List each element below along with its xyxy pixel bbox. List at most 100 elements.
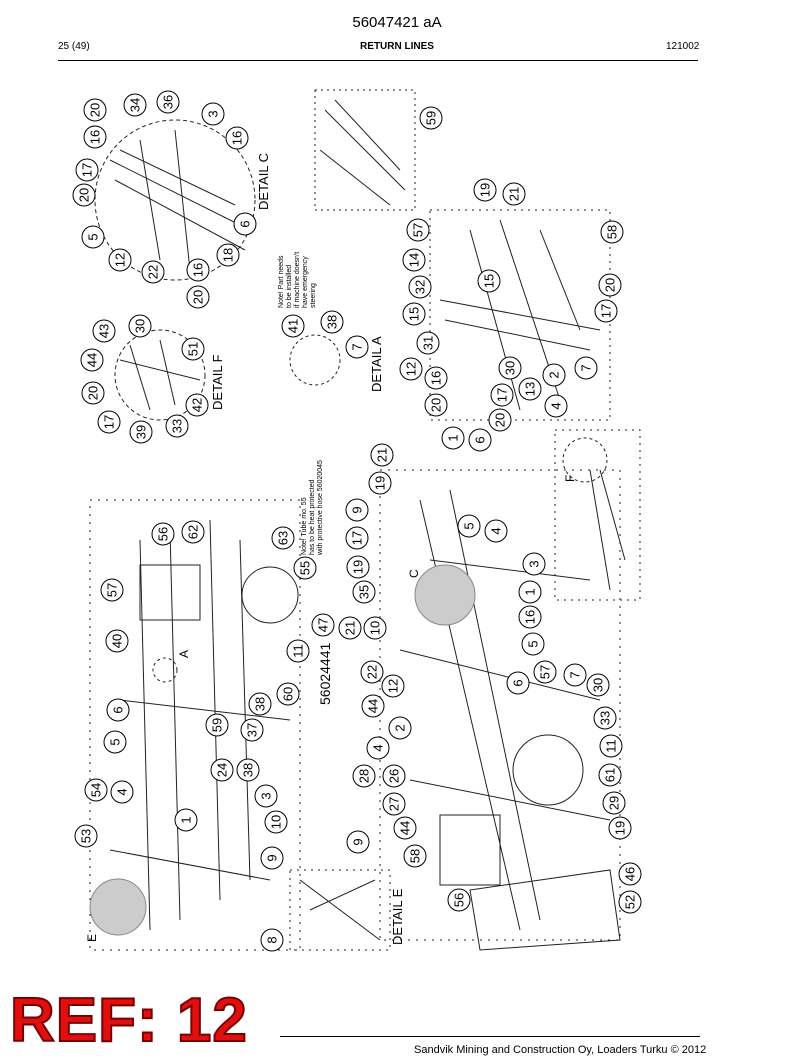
- callout-bubble: [542, 363, 566, 387]
- callout-main: 7: [563, 663, 587, 687]
- note-41-line: to be installed: [286, 265, 293, 308]
- callout-number: 58: [605, 225, 620, 239]
- callout-main: 30: [586, 673, 610, 697]
- callout-number: 58: [408, 849, 423, 863]
- callout-number: 37: [245, 723, 260, 737]
- callout-detail-a: 14: [402, 248, 426, 272]
- callout-number: 38: [253, 697, 268, 711]
- callout-detail-a: 17: [490, 383, 514, 407]
- callout-number: 13: [523, 382, 538, 396]
- callout-number: 7: [579, 364, 594, 371]
- callout-detail-c: 5: [81, 225, 105, 249]
- detail-e-lines: [299, 879, 381, 941]
- callout-number: 57: [105, 583, 120, 597]
- callout-number: 20: [88, 103, 103, 117]
- callout-number: 44: [366, 699, 381, 713]
- callout-main: 17: [345, 526, 369, 550]
- callout-number: 56: [452, 893, 467, 907]
- callout-number: 26: [387, 769, 402, 783]
- callout-bubble: [608, 816, 632, 840]
- callout-main: 3: [254, 784, 278, 808]
- callout-detail-f: 33: [165, 414, 189, 438]
- view-marker-f: F: [563, 475, 577, 482]
- callout-main: 52: [618, 890, 642, 914]
- callout-bubble: [186, 285, 210, 309]
- callout-bubble: [345, 335, 369, 359]
- note-41-line: if machine doesn't: [294, 252, 301, 308]
- callout-number: 6: [511, 679, 526, 686]
- callout-main: 24: [210, 758, 234, 782]
- callout-bubble: [233, 212, 257, 236]
- marker-e-circle: [89, 878, 147, 936]
- callout-bubble: [225, 126, 249, 150]
- reference-stamp: REF: 12: [9, 986, 248, 1055]
- callout-bubble: [128, 314, 152, 338]
- page-indicator: 25 (49): [58, 41, 90, 52]
- callout-bubble: [574, 356, 598, 380]
- callout-detail-c: 36: [156, 90, 180, 114]
- callout-bubble: [490, 383, 514, 407]
- callout-bubble: [381, 674, 405, 698]
- callout-main: 62: [181, 520, 205, 544]
- callout-detail-c: 6: [233, 212, 257, 236]
- callout-number: 61: [603, 768, 618, 782]
- detail-f-marker-circle: [562, 437, 608, 483]
- note-41: Note! Part needs to be installed if mach…: [278, 252, 317, 308]
- callout-number: 5: [526, 640, 541, 647]
- callout-bubble: [382, 764, 406, 788]
- callout-main: 11: [599, 734, 623, 758]
- callout-detail-c: 20: [72, 183, 96, 207]
- callout-bubble: [83, 125, 107, 149]
- callout-number: 1: [446, 434, 461, 441]
- callout-main: 53: [74, 824, 98, 848]
- callout-bubble: [424, 366, 448, 390]
- callout-bubble: [533, 660, 557, 684]
- callout-bubble: [108, 248, 132, 272]
- callout-number: 3: [206, 110, 221, 117]
- callout-detail-c: 3: [201, 102, 225, 126]
- callout-detail-c: 17: [75, 158, 99, 182]
- callout-bubble: [80, 348, 104, 372]
- callout-bubble: [106, 698, 130, 722]
- callout-bubble: [599, 734, 623, 758]
- callout-bubble: [402, 248, 426, 272]
- callout-bubble: [586, 673, 610, 697]
- callout-main: 40: [105, 629, 129, 653]
- detail-a-label: DETAIL A: [369, 336, 384, 392]
- callout-note-41: 38: [320, 310, 344, 334]
- callout-number: 57: [538, 665, 553, 679]
- callout-main: 12: [381, 674, 405, 698]
- callout-main: 21: [338, 616, 362, 640]
- radiator-left: [139, 564, 201, 621]
- callout-bubble: [368, 471, 392, 495]
- detail-e-label: DETAIL E: [390, 888, 405, 945]
- callout-detail-f: 30: [128, 314, 152, 338]
- callout-main: 28: [352, 764, 376, 788]
- callout-bubble: [477, 269, 501, 293]
- callout-main: 63: [271, 526, 295, 550]
- callout-number: 19: [351, 560, 366, 574]
- callout-number: 6: [238, 220, 253, 227]
- date-code: 121002: [666, 41, 700, 52]
- callout-detail-c: 34: [123, 93, 147, 117]
- callout-bubble: [382, 792, 406, 816]
- callout-number: 20: [77, 188, 92, 202]
- callout-main: 58: [403, 844, 427, 868]
- callout-detail-f: 43: [92, 319, 116, 343]
- callout-bubble: [271, 526, 295, 550]
- callout-bubble: [181, 520, 205, 544]
- callout-number: 22: [365, 665, 380, 679]
- callout-number: 21: [507, 187, 522, 201]
- callout-number: 10: [368, 621, 383, 635]
- callout-bubble: [352, 764, 376, 788]
- callout-bubble: [544, 394, 568, 418]
- callout-bubble: [123, 93, 147, 117]
- callout-main: 38: [248, 692, 272, 716]
- callout-detail-c: 12: [108, 248, 132, 272]
- callout-number: 38: [325, 315, 340, 329]
- document-number: 56047421 aA: [352, 14, 442, 31]
- callout-main: 19: [368, 471, 392, 495]
- callout-main: 57: [533, 660, 557, 684]
- callout-bubble: [264, 810, 288, 834]
- callout-detail-a: 30: [498, 356, 522, 380]
